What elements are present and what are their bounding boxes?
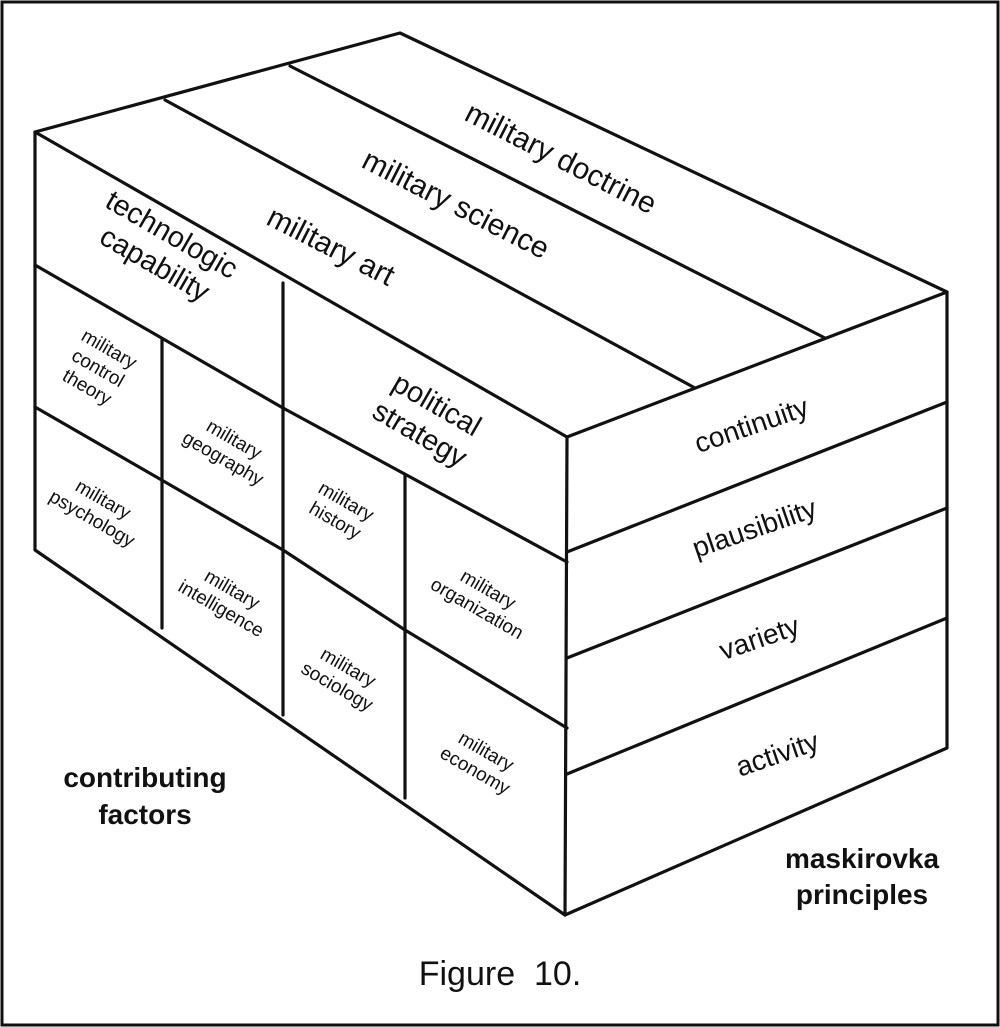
contributing-factors-caption: contributing factors <box>63 762 226 830</box>
cell-military-psychology: military psychology <box>45 476 138 552</box>
cell-military-sociology: military sociology <box>297 644 379 716</box>
figure-label: Figure 10. <box>419 955 582 993</box>
cell-military-organization: military organization <box>427 566 527 644</box>
svg-text:maskirovka: maskirovka <box>785 843 940 874</box>
right-face-labels: continuity plausibility variety activity <box>688 391 823 782</box>
left-face-grid <box>33 263 569 800</box>
maskirovka-principles-caption: maskirovka principles <box>785 843 940 910</box>
principle-continuity: continuity <box>690 391 812 459</box>
cell-military-intelligence: military intelligence <box>174 566 267 642</box>
principle-plausibility: plausibility <box>688 492 820 563</box>
svg-text:principles: principles <box>796 879 928 910</box>
cell-military-control-theory: military control theory <box>59 326 141 411</box>
box-outline <box>33 31 949 917</box>
principle-activity: activity <box>732 725 823 782</box>
cell-military-geography: military geography <box>179 416 268 491</box>
svg-text:contributing: contributing <box>63 762 226 793</box>
band-military-science: military science <box>357 143 555 265</box>
cell-military-economy: military economy <box>436 728 517 800</box>
top-face-dividers <box>163 64 827 390</box>
principle-variety: variety <box>715 610 803 666</box>
cell-military-history: military history <box>305 478 377 545</box>
right-face-dividers <box>565 400 949 776</box>
top-face-labels: military doctrine military science milit… <box>262 96 662 293</box>
band-military-art: military art <box>262 200 401 293</box>
svg-text:factors: factors <box>98 799 191 830</box>
left-face-labels: technologic capability political strateg… <box>45 185 527 800</box>
